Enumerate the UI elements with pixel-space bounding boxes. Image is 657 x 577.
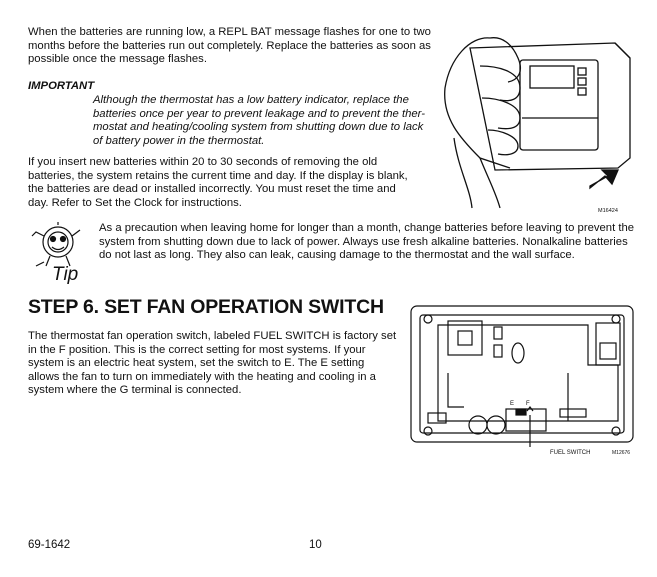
step-title: STEP 6. SET FAN OPERATION SWITCH xyxy=(28,296,384,318)
tip-mascot-icon: Tip xyxy=(31,222,81,284)
fuel-switch-callout: FUEL SWITCH xyxy=(550,450,590,456)
switch-label-e: E xyxy=(510,401,514,407)
board-figure-code: M12676 xyxy=(612,450,630,456)
fuel-switch-board-illustration: E F FUEL SWITCH M12676 xyxy=(410,305,634,456)
hand-figure-code: M16424 xyxy=(598,208,618,214)
important-heading: IMPORTANT xyxy=(28,80,95,92)
fan-switch-paragraph: The thermostat fan operation switch, lab… xyxy=(28,330,397,397)
tip-label: Tip xyxy=(52,264,78,284)
important-note: Although the thermostat has a low batter… xyxy=(93,94,426,147)
battery-low-paragraph: When the batteries are running low, a RE… xyxy=(28,26,431,66)
page-number: 10 xyxy=(309,539,322,551)
switch-label-f: F xyxy=(526,401,530,407)
tip-paragraph: As a precaution when leaving home for lo… xyxy=(99,222,635,262)
thermostat-removal-illustration: M16424 xyxy=(444,37,631,214)
document-number: 69-1642 xyxy=(28,539,71,551)
new-batteries-paragraph: If you insert new batteries within 20 to… xyxy=(28,156,408,209)
